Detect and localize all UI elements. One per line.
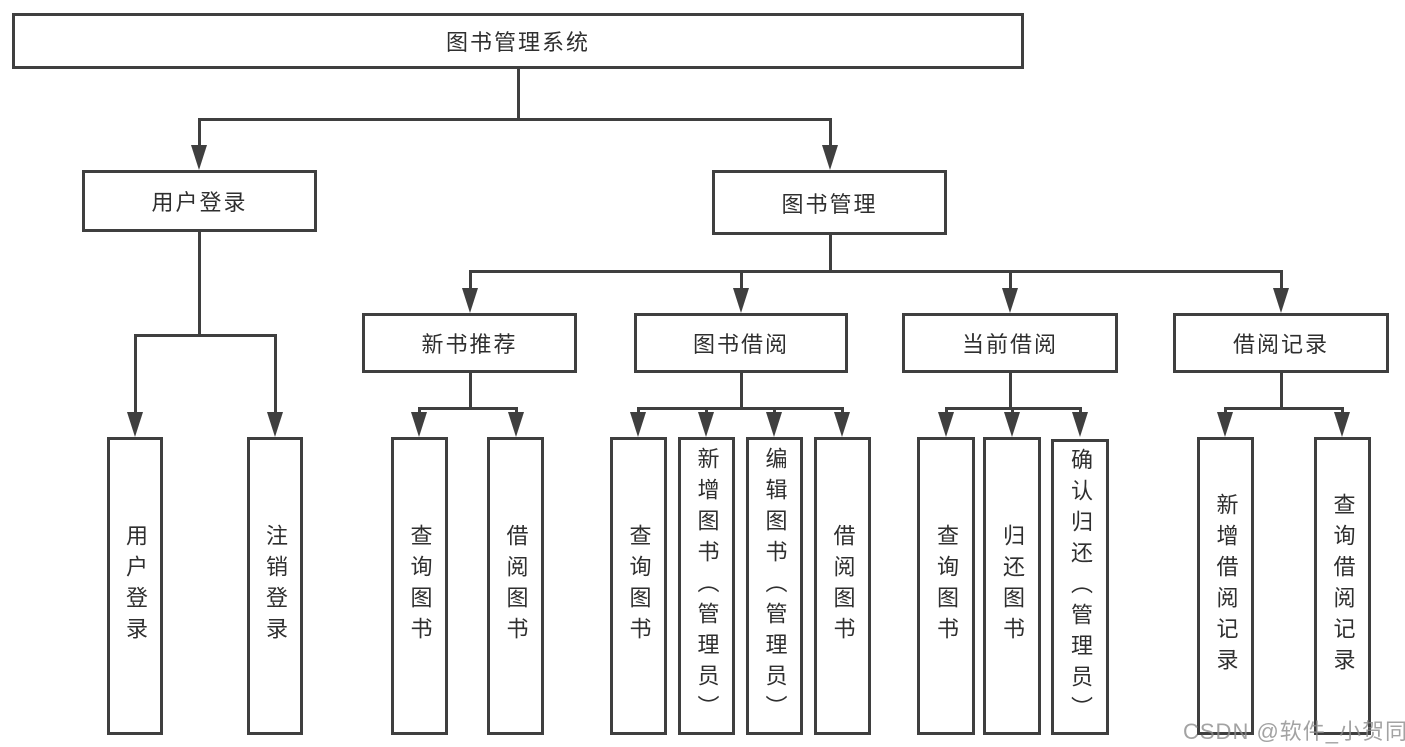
node-label: 图书借阅 <box>692 332 789 357</box>
arrow-down-icon <box>508 412 524 437</box>
connector-user-login-bus <box>134 334 276 337</box>
leaf-add-books-admin: 新增图书（管理员） <box>678 437 735 735</box>
connector-drop-leaf <box>945 407 948 414</box>
connector-drop-login-leaf <box>134 334 137 413</box>
leaf-label: 借阅图书 <box>830 524 856 648</box>
connector-drop-book-mgmt <box>829 118 832 147</box>
connector-drop-user-login <box>198 118 201 147</box>
connector-drop-leaf <box>637 407 640 414</box>
node-label: 用户登录 <box>151 190 248 215</box>
arrow-down-icon <box>766 412 782 437</box>
connector-drop-leaf <box>515 407 518 414</box>
connector-drop-leaf <box>1224 407 1227 414</box>
leaf-label: 注销登录 <box>263 524 288 648</box>
node-book-borrowing: 图书借阅 <box>634 313 848 373</box>
leaf-label: 借阅图书 <box>503 524 529 648</box>
arrow-down-icon <box>733 288 749 313</box>
connector-book-mgmt-stem <box>829 235 832 271</box>
connector-new-book-bus <box>418 407 517 410</box>
connector-drop-records <box>1280 270 1283 290</box>
arrow-down-icon <box>267 412 283 437</box>
leaf-query-books-current: 查询图书 <box>917 437 975 735</box>
leaf-label: 确认归还（管理员） <box>1068 447 1093 727</box>
arrow-down-icon <box>1273 288 1289 313</box>
connector-drop-leaf <box>1011 407 1014 414</box>
node-current-borrowing: 当前借阅 <box>902 313 1118 373</box>
connector-drop-leaf <box>418 407 421 414</box>
connector-records-stem <box>1280 373 1283 408</box>
arrow-down-icon <box>938 412 954 437</box>
node-label: 借阅记录 <box>1232 332 1329 357</box>
connector-drop-leaf <box>841 407 844 414</box>
connector-level3-bus <box>469 270 1282 273</box>
node-book-management: 图书管理 <box>712 170 947 235</box>
leaf-query-borrow-record: 查询借阅记录 <box>1314 437 1371 735</box>
arrow-down-icon <box>191 145 207 170</box>
arrow-down-icon <box>462 288 478 313</box>
leaf-label: 查询图书 <box>626 524 652 648</box>
node-user-login: 用户登录 <box>82 170 317 232</box>
leaf-label: 新增借阅记录 <box>1213 493 1239 679</box>
arrow-down-icon <box>822 145 838 170</box>
leaf-borrow-books: 借阅图书 <box>814 437 871 735</box>
connector-drop-leaf <box>1341 407 1344 414</box>
connector-drop-borrow <box>740 270 743 290</box>
leaf-query-books-borrow: 查询图书 <box>610 437 667 735</box>
leaf-label: 查询借阅记录 <box>1330 493 1356 679</box>
node-library-management-system: 图书管理系统 <box>12 13 1024 69</box>
connector-drop-new-book <box>469 270 472 290</box>
leaf-add-borrow-record: 新增借阅记录 <box>1197 437 1254 735</box>
node-label: 新书推荐 <box>421 332 518 357</box>
connector-borrow-stem <box>740 373 743 408</box>
arrow-down-icon <box>1217 412 1233 437</box>
connector-root-stem <box>517 69 520 120</box>
leaf-edit-books-admin: 编辑图书（管理员） <box>746 437 803 735</box>
connector-current-stem <box>1009 373 1012 408</box>
connector-drop-current <box>1009 270 1012 290</box>
connector-records-bus <box>1224 407 1343 410</box>
leaf-return-books: 归还图书 <box>983 437 1041 735</box>
connector-drop-leaf <box>705 407 708 414</box>
connector-drop-leaf <box>773 407 776 414</box>
arrow-down-icon <box>1072 412 1088 437</box>
node-label: 图书管理 <box>781 191 878 217</box>
arrow-down-icon <box>1334 412 1350 437</box>
connector-user-login-stem <box>198 232 201 336</box>
leaf-borrow-books-recommend: 借阅图书 <box>487 437 544 735</box>
connector-borrow-bus <box>637 407 844 410</box>
leaf-confirm-return-admin: 确认归还（管理员） <box>1051 439 1109 735</box>
connector-drop-leaf <box>1079 407 1082 414</box>
node-label: 当前借阅 <box>961 332 1058 357</box>
leaf-label: 查询图书 <box>934 524 959 648</box>
connector-drop-logout-leaf <box>274 334 277 413</box>
leaf-logout: 注销登录 <box>247 437 303 735</box>
leaf-query-books-recommend: 查询图书 <box>391 437 448 735</box>
leaf-label: 归还图书 <box>1000 524 1025 648</box>
node-borrowing-records: 借阅记录 <box>1173 313 1389 373</box>
leaf-label: 查询图书 <box>407 524 433 648</box>
connector-new-book-stem <box>469 373 472 408</box>
arrow-down-icon <box>1004 412 1020 437</box>
arrow-down-icon <box>411 412 427 437</box>
arrow-down-icon <box>1002 288 1018 313</box>
arrow-down-icon <box>630 412 646 437</box>
arrow-down-icon <box>127 412 143 437</box>
watermark-text: CSDN @软件_小贺同学 <box>1183 719 1405 744</box>
connector-level2-bus <box>198 118 831 121</box>
leaf-user-login: 用户登录 <box>107 437 163 735</box>
leaf-label: 新增图书（管理员） <box>694 446 720 726</box>
leaf-label: 用户登录 <box>123 524 148 648</box>
node-new-book-recommend: 新书推荐 <box>362 313 577 373</box>
leaf-label: 编辑图书（管理员） <box>762 446 788 726</box>
node-label: 图书管理系统 <box>445 30 590 55</box>
arrow-down-icon <box>834 412 850 437</box>
arrow-down-icon <box>698 412 714 437</box>
